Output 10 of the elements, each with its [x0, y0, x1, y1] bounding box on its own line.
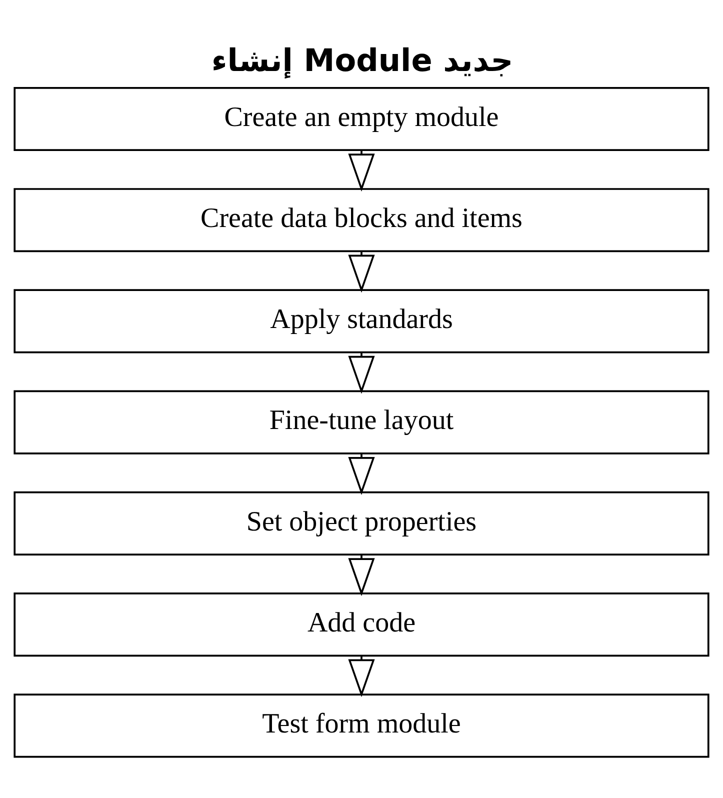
arrow	[348, 252, 375, 293]
arrow	[348, 352, 375, 394]
node-box: Test form module	[14, 694, 710, 758]
node-box: Fine-tune layout	[14, 390, 710, 454]
node-box: Create an empty module	[14, 86, 710, 152]
node-box: Set object properties	[14, 491, 710, 556]
node-box: Apply standards	[14, 289, 710, 354]
node-box: Create data blocks and items	[14, 188, 710, 252]
node-box: Add code	[14, 592, 710, 657]
diagram-title: إنشاء Module جديد	[211, 42, 514, 79]
